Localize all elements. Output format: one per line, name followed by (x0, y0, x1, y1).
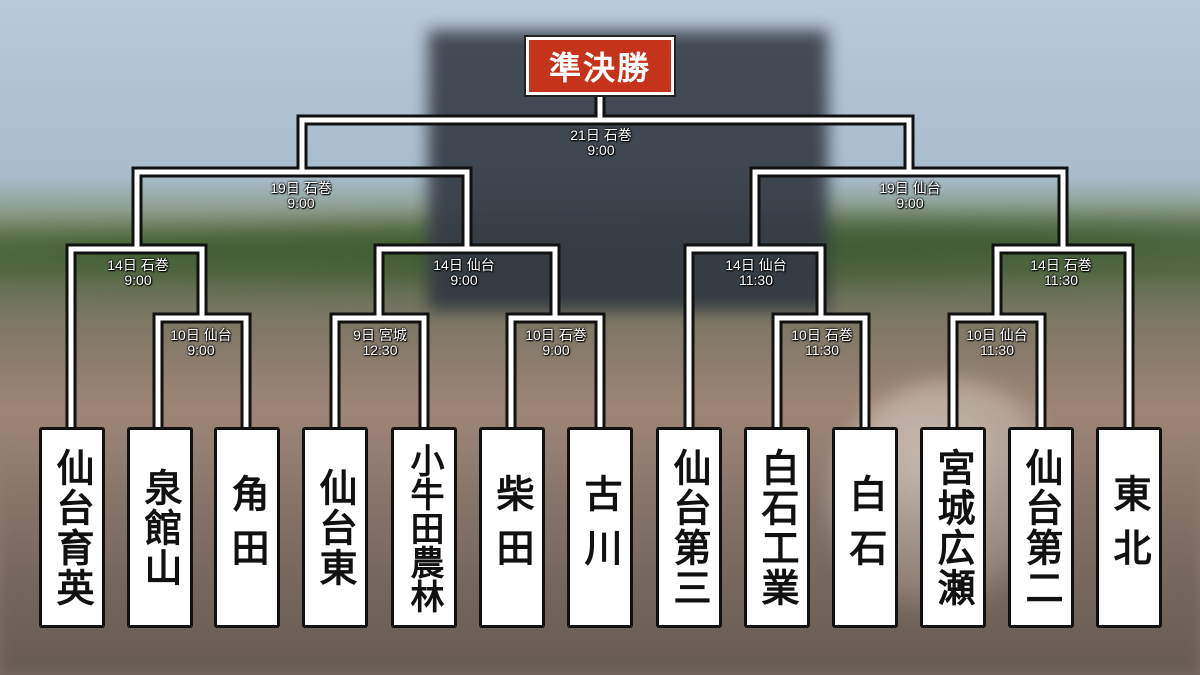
match-label-qf-right: 19日 仙台 9:00 (840, 181, 980, 211)
team-card: 小牛田農林 (391, 427, 457, 628)
match-date: 10日 石巻 (791, 327, 853, 343)
match-time: 9:00 (542, 342, 570, 358)
team-name: 東北 (1107, 473, 1151, 582)
team-name: 仙台育英 (50, 447, 94, 608)
team-card: 白石工業 (744, 427, 810, 628)
match-date: 14日 石巻 (107, 257, 169, 273)
round-title: 準決勝 (524, 35, 676, 97)
match-label-sf: 21日 石巻 9:00 (531, 128, 671, 158)
team-name: 白石 (843, 473, 887, 582)
team-name: 泉館山 (138, 467, 182, 588)
match-label-r1-e: 10日 仙台 11:30 (927, 328, 1067, 358)
match-date: 14日 仙台 (725, 257, 787, 273)
match-time: 9:00 (587, 142, 615, 158)
team-name: 古川 (578, 473, 622, 582)
match-time: 12:30 (362, 342, 398, 358)
team-card: 角田 (214, 427, 280, 628)
team-card: 仙台東 (302, 427, 368, 628)
match-time: 11:30 (980, 342, 1014, 358)
match-date: 10日 仙台 (170, 327, 232, 343)
match-time: 9:00 (124, 272, 152, 288)
team-card: 柴田 (479, 427, 545, 628)
team-card: 仙台第三 (656, 427, 722, 628)
match-time: 11:30 (739, 272, 773, 288)
team-card: 古川 (567, 427, 633, 628)
match-time: 9:00 (896, 195, 924, 211)
team-name: 宮城広瀬 (931, 447, 975, 608)
team-name: 仙台東 (313, 467, 357, 588)
match-label-r2-d: 14日 石巻 11:30 (991, 258, 1131, 288)
team-name: 仙台第三 (667, 447, 711, 608)
bracket-line-sf (299, 117, 912, 175)
team-name: 柴田 (490, 473, 534, 582)
match-date: 10日 石巻 (525, 327, 587, 343)
team-name: 仙台第二 (1019, 447, 1063, 608)
match-label-r2-a: 14日 石巻 9:00 (68, 258, 208, 288)
team-name: 小牛田農林 (404, 442, 444, 613)
team-card: 東北 (1096, 427, 1162, 628)
match-date: 14日 仙台 (433, 257, 495, 273)
team-name: 角田 (225, 473, 269, 582)
match-date: 19日 石巻 (270, 180, 332, 196)
team-card: 仙台第二 (1008, 427, 1074, 628)
match-date: 9日 宮城 (353, 327, 407, 343)
match-date: 21日 石巻 (570, 127, 632, 143)
team-card: 仙台育英 (39, 427, 105, 628)
match-date: 10日 仙台 (966, 327, 1028, 343)
match-label-r1-a: 10日 仙台 9:00 (131, 328, 271, 358)
match-label-r2-b: 14日 仙台 9:00 (394, 258, 534, 288)
match-label-qf-left: 19日 石巻 9:00 (231, 181, 371, 211)
team-card: 白石 (832, 427, 898, 628)
match-date: 14日 石巻 (1030, 257, 1092, 273)
team-card: 泉館山 (127, 427, 193, 628)
match-date: 19日 仙台 (879, 180, 941, 196)
match-time: 11:30 (805, 342, 839, 358)
match-label-r2-c: 14日 仙台 11:30 (686, 258, 826, 288)
team-card: 宮城広瀬 (920, 427, 986, 628)
match-time: 9:00 (187, 342, 215, 358)
match-time: 11:30 (1044, 272, 1078, 288)
match-time: 9:00 (450, 272, 478, 288)
match-label-r1-b: 9日 宮城 12:30 (310, 328, 450, 358)
match-label-r1-c: 10日 石巻 9:00 (486, 328, 626, 358)
match-time: 9:00 (287, 195, 315, 211)
match-label-r1-d: 10日 石巻 11:30 (752, 328, 892, 358)
team-name: 白石工業 (755, 447, 799, 608)
